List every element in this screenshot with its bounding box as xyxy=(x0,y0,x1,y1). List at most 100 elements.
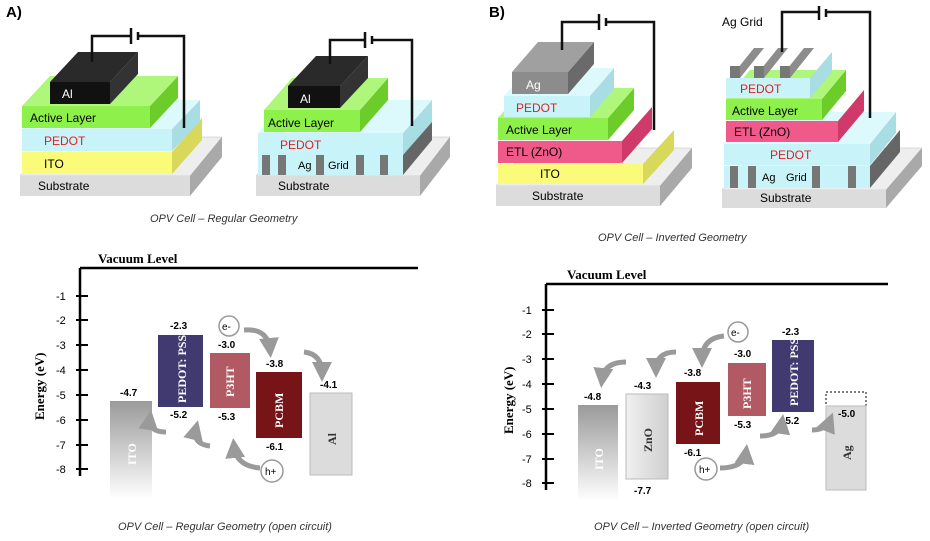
inverted-pedot-block xyxy=(772,340,814,412)
regular-left-substrate-label: Substrate xyxy=(38,179,90,193)
inverted-tick-1: -1 xyxy=(522,305,532,317)
inverted-ito-block xyxy=(578,405,618,501)
inverted-zno-block xyxy=(625,393,669,480)
inverted-tick-2: -2 xyxy=(522,329,532,341)
regular-left-al-label: Al xyxy=(62,87,73,101)
regular-right-substrate-label: Substrate xyxy=(278,179,330,193)
inverted-y-ticks xyxy=(542,309,554,484)
regular-energy-caption: OPV Cell – Regular Geometry (open circui… xyxy=(118,521,332,533)
regular-tick-1: -1 xyxy=(56,291,66,303)
inverted-right-pedot-top-label: PEDOT xyxy=(740,82,782,96)
regular-pcbm-block xyxy=(256,372,302,438)
inverted-p3ht-block xyxy=(728,363,766,416)
inverted-right-active-label: Active Layer xyxy=(732,104,798,118)
regular-tick-4: -4 xyxy=(56,365,66,377)
inverted-geometry-caption: OPV Cell – Inverted Geometry xyxy=(598,232,748,244)
inverted-electron-bubble xyxy=(727,321,749,343)
regular-tick-3: -3 xyxy=(56,340,66,352)
inverted-tick-8: -8 xyxy=(522,478,532,490)
regular-electron-arrow-2 xyxy=(303,349,332,382)
inverted-hole-arrow-3 xyxy=(811,412,835,435)
regular-vacuum-label: Vacuum Level xyxy=(98,251,178,266)
regular-hole-label: h+ xyxy=(265,467,277,478)
inverted-zno-bottom: -7.7 xyxy=(634,486,652,497)
regular-pcbm-name: PCBM xyxy=(272,393,286,428)
regular-hole-arrow-2 xyxy=(183,420,211,449)
inverted-left-etl-label: ETL (ZnO) xyxy=(506,145,562,159)
regular-p3ht-top: -3.0 xyxy=(218,340,236,351)
inverted-tick-7: -7 xyxy=(522,454,532,466)
inverted-p3ht-top: -3.0 xyxy=(734,349,752,360)
inverted-pcbm-block xyxy=(676,382,720,444)
inverted-electron-arrow-1 xyxy=(692,333,725,368)
inverted-stack-left: Substrate ITO ETL (ZnO) Active Layer PED… xyxy=(495,14,693,206)
inverted-pcbm-bottom: -6.1 xyxy=(684,448,702,459)
panel-b-tag: B) xyxy=(489,4,505,21)
inverted-tick-5: -5 xyxy=(522,404,532,416)
regular-right-pedot-label: PEDOT xyxy=(280,138,322,152)
inverted-zno-top: -4.3 xyxy=(634,381,652,392)
inverted-right-grid-label: Grid xyxy=(786,172,807,184)
inverted-hole-bubble xyxy=(694,457,718,481)
regular-hole-bubble xyxy=(260,459,284,483)
regular-ito-top: -4.7 xyxy=(120,388,138,399)
inverted-tick-6: -6 xyxy=(522,429,532,441)
inverted-ito-top: -4.8 xyxy=(584,392,602,403)
inverted-p3ht-name: P3HT xyxy=(740,378,754,409)
regular-y-ticks xyxy=(76,295,88,470)
regular-pedot-name: PEDOT: PSS xyxy=(175,335,189,403)
inverted-left-active-label: Active Layer xyxy=(506,123,572,137)
inverted-hole-label: h+ xyxy=(699,465,711,476)
regular-p3ht-name: P3HT xyxy=(223,366,237,397)
inverted-vacuum-label: Vacuum Level xyxy=(567,267,647,282)
regular-pedot-block xyxy=(158,335,203,407)
regular-pedot-bottom: -5.2 xyxy=(170,410,188,421)
inverted-left-pedot-label: PEDOT xyxy=(516,101,558,115)
inverted-tick-3: -3 xyxy=(522,354,532,366)
inverted-electron-arrow-2 xyxy=(646,349,677,378)
regular-electron-label: e- xyxy=(222,322,231,333)
inverted-left-substrate-label: Substrate xyxy=(532,189,584,203)
inverted-right-etl-label: ETL (ZnO) xyxy=(734,125,790,139)
regular-pedot-top: -2.3 xyxy=(170,321,188,332)
energy-diagram-inverted: Vacuum Level -1 -2 -3 -4 -5 -6 -7 -8 Ene… xyxy=(501,267,888,533)
inverted-stack-right: Substrate Ag Grid PEDOT ETL (ZnO) Active… xyxy=(721,6,923,208)
regular-left-active-label: Active Layer xyxy=(30,111,96,125)
regular-al-top: -4.1 xyxy=(320,380,338,391)
inverted-p3ht-bottom: -5.3 xyxy=(734,420,752,431)
inverted-pedot-bottom: -5.2 xyxy=(782,416,800,427)
regular-electron-arrow-1 xyxy=(243,327,279,358)
panel-a-tag: A) xyxy=(6,4,22,21)
regular-ito-name: ITO xyxy=(125,443,139,465)
regular-hole-arrow-1 xyxy=(225,438,261,471)
regular-tick-6: -6 xyxy=(56,415,66,427)
inverted-ag-name: Ag xyxy=(840,445,854,460)
inverted-tick-4: -4 xyxy=(522,379,532,391)
inverted-ag-dashed-box xyxy=(825,391,867,407)
inverted-ito-name: ITO xyxy=(592,448,606,470)
inverted-electron-label: e- xyxy=(731,328,740,339)
inverted-hole-arrow-1 xyxy=(719,444,755,471)
regular-stack-right: Substrate Ag Grid PEDOT Active Layer Al xyxy=(255,32,451,196)
inverted-ag-top: -5.0 xyxy=(838,409,856,420)
inverted-right-ag-grid-label: Ag Grid xyxy=(722,15,763,29)
regular-tick-5: -5 xyxy=(56,390,66,402)
inverted-left-ito-label: ITO xyxy=(540,167,560,181)
regular-right-al-label: Al xyxy=(300,92,311,106)
inverted-right-pedot-lower-label: PEDOT xyxy=(770,148,812,162)
energy-diagram-regular: Vacuum Level -1 -2 -3 -4 -5 -6 -7 -8 Ene… xyxy=(32,251,418,533)
inverted-y-axis-label: Energy (eV) xyxy=(501,366,516,434)
inverted-pedot-name: PEDOT: PSS xyxy=(787,338,801,406)
regular-electron-bubble xyxy=(218,315,240,337)
regular-tick-8: -8 xyxy=(56,464,66,476)
regular-right-active-label: Active Layer xyxy=(268,116,334,130)
regular-hole-arrow-3 xyxy=(138,410,167,435)
regular-al-block xyxy=(309,392,353,476)
regular-p3ht-block xyxy=(210,353,250,408)
inverted-left-ag-label: Ag xyxy=(526,78,541,92)
inverted-pcbm-name: PCBM xyxy=(692,401,706,436)
regular-left-pedot-label: PEDOT xyxy=(44,134,86,148)
inverted-pcbm-top: -3.8 xyxy=(684,368,702,379)
inverted-right-substrate-label: Substrate xyxy=(760,191,812,205)
inverted-pedot-top: -2.3 xyxy=(782,327,800,338)
